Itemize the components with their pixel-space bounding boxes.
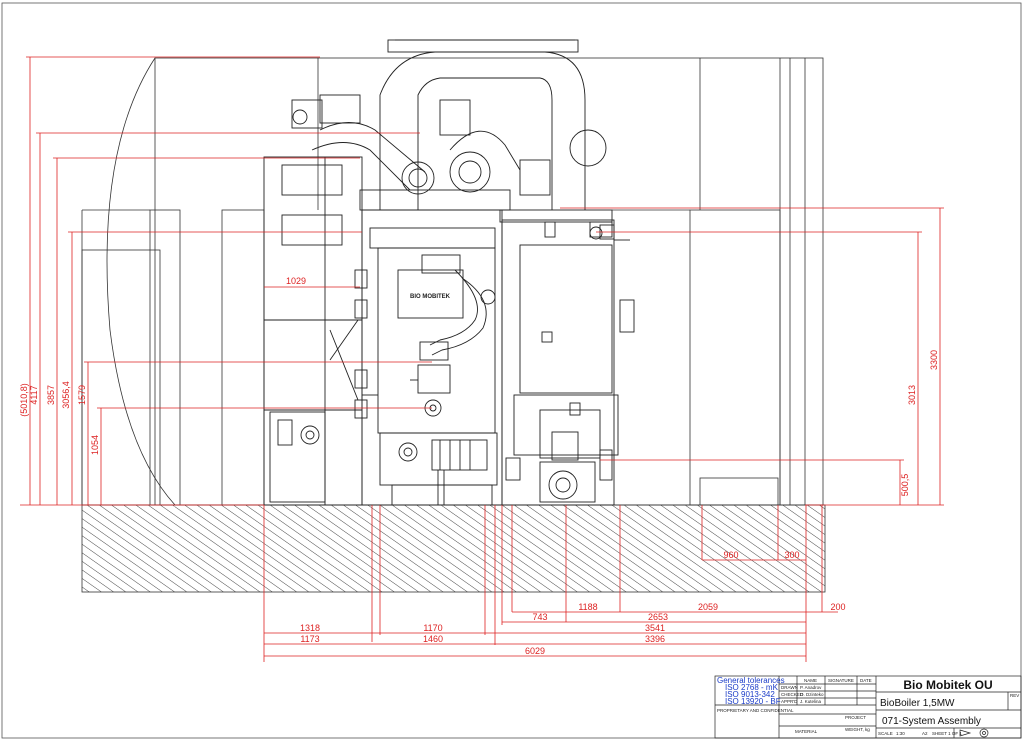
fuel-silo bbox=[263, 156, 363, 506]
dim-1579: 1579 bbox=[77, 385, 87, 405]
projection-symbol-icon bbox=[959, 728, 989, 738]
scale-value: 1:30 bbox=[896, 731, 905, 736]
name-approved: J. Kutelina bbox=[800, 699, 822, 704]
dim-1460: 1460 bbox=[423, 634, 443, 644]
dim-1029: 1029 bbox=[286, 276, 306, 286]
col-header-signature: SIGNATURE bbox=[828, 678, 854, 683]
building-outline bbox=[81, 57, 824, 506]
dim-300: 300 bbox=[784, 550, 799, 560]
dim-3013: 3013 bbox=[907, 385, 917, 405]
project-label: PROJECT bbox=[845, 715, 866, 720]
name-checked: O. Dzinteko bbox=[800, 692, 824, 697]
product-name: BioBoiler 1,5MW bbox=[880, 698, 955, 709]
dimension-lines-bottom bbox=[263, 505, 838, 662]
tolerances-title: General tolerances bbox=[717, 676, 785, 685]
dim-5010-8: (5010,8) bbox=[19, 383, 29, 417]
dimension-lines-left bbox=[20, 56, 432, 506]
role-approved: APPR'D bbox=[781, 699, 798, 704]
weight-label: WEIGHT, kg bbox=[845, 727, 870, 732]
dim-3396: 3396 bbox=[645, 634, 665, 644]
dim-1188: 1188 bbox=[578, 602, 597, 612]
dim-1170: 1170 bbox=[423, 623, 442, 633]
dimension-lines-right bbox=[560, 207, 944, 506]
col-header-name: NAME bbox=[804, 678, 817, 683]
dim-1173: 1173 bbox=[300, 634, 319, 644]
dim-3541: 3541 bbox=[645, 623, 665, 633]
role-checked: CHECKED bbox=[781, 692, 804, 697]
sheet-label: SHEET 1 OF 1 bbox=[932, 731, 962, 736]
boiler-unit bbox=[354, 209, 503, 506]
scale-label: SCALE bbox=[878, 731, 893, 736]
name-drawn: P. Anadrov bbox=[800, 685, 822, 690]
dim-500-5: 500,5 bbox=[900, 474, 910, 497]
dim-4117: 4117 bbox=[29, 385, 39, 404]
dim-3056-4: 3056,4 bbox=[61, 381, 71, 409]
dim-3300: 3300 bbox=[929, 350, 939, 370]
dim-200: 200 bbox=[830, 602, 845, 612]
boiler-logo: BIO MOBITEK bbox=[410, 294, 451, 300]
tolerance-2: ISO 9013-342 bbox=[725, 690, 775, 699]
dim-6029: 6029 bbox=[525, 646, 545, 656]
role-drawn: DRAWN bbox=[781, 685, 798, 690]
tolerance-3: ISO 13920 - BF bbox=[725, 697, 781, 706]
proprietary-label: PROPRIETARY AND CONFIDENTIAL bbox=[717, 708, 794, 713]
rev-label: REV bbox=[1010, 693, 1019, 698]
dim-1318: 1318 bbox=[300, 623, 320, 633]
dim-743: 743 bbox=[532, 612, 547, 622]
size-value: A2 bbox=[922, 731, 928, 736]
dim-1054: 1054 bbox=[90, 435, 100, 455]
dim-960: 960 bbox=[723, 550, 738, 560]
col-header-date: DATE bbox=[860, 678, 872, 683]
dim-2653: 2653 bbox=[648, 612, 668, 622]
dim-3857: 3857 bbox=[46, 385, 56, 405]
dim-2059: 2059 bbox=[698, 602, 718, 612]
title-block bbox=[714, 675, 1022, 739]
company-name: Bio Mobitek OU bbox=[903, 678, 992, 692]
material-label: MATERIAL bbox=[795, 729, 818, 734]
ash-module bbox=[501, 219, 635, 506]
tolerance-1: ISO 2768 - mK bbox=[725, 683, 779, 692]
floor-hatching bbox=[81, 504, 826, 593]
exhaust-ducting bbox=[291, 39, 613, 238]
drawing-name: 071-System Assembly bbox=[882, 716, 981, 727]
